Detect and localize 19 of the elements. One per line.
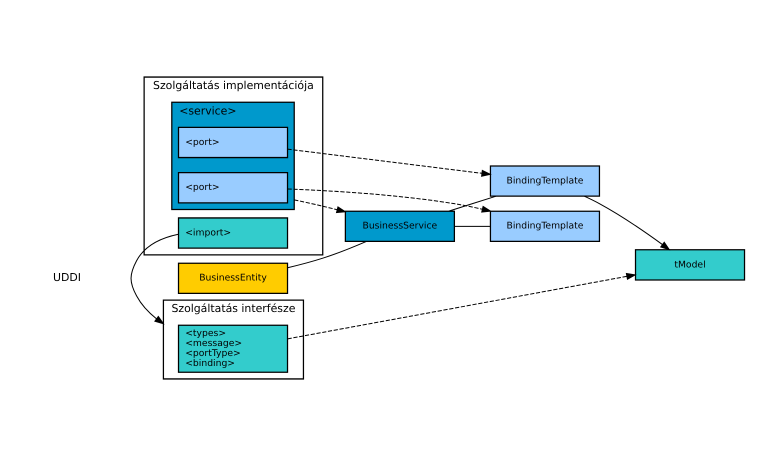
node-box: BindingTemplate: [490, 164, 600, 196]
node-box: BusinessEntity: [178, 262, 288, 294]
arrow: [288, 188, 492, 212]
arrow: [130, 233, 178, 324]
arrow: [584, 195, 670, 250]
connector: [448, 195, 496, 212]
node-box: <port>: [178, 172, 288, 203]
node-box: BindingTemplate: [490, 210, 600, 242]
arrow: [294, 198, 347, 213]
node-box: tModel: [634, 248, 746, 280]
arrow: [287, 148, 492, 176]
connector: [454, 225, 490, 226]
node-box: <port>: [178, 126, 288, 158]
node-box: BusinessService: [344, 210, 456, 242]
node-box: <import>: [178, 216, 288, 248]
label: UDDI: [52, 270, 81, 284]
arrow: [288, 272, 637, 339]
node-box: <types> <message> <portType> <binding>: [178, 324, 288, 372]
connector: [287, 240, 366, 268]
